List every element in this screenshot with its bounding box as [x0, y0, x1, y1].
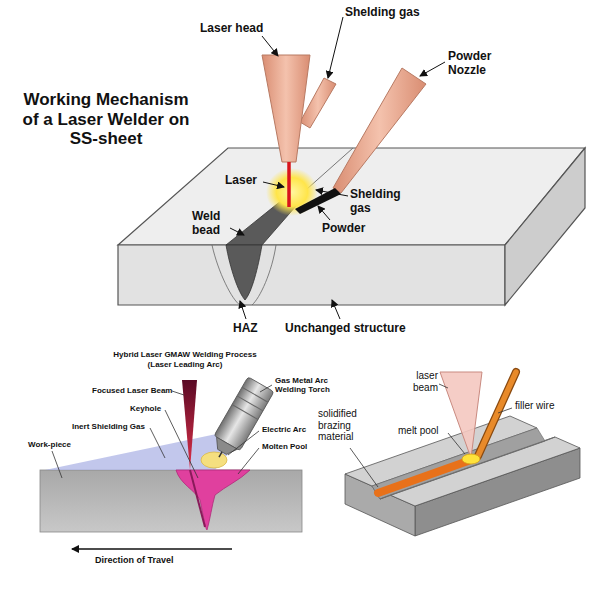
laser-head — [262, 55, 310, 162]
leader-line — [263, 182, 284, 187]
leader-lines — [52, 385, 272, 478]
keyhole — [190, 470, 205, 527]
direction-label: Direction of Travel — [95, 555, 174, 565]
part-label: Shelding gas — [345, 6, 420, 20]
molten-pool — [176, 470, 250, 530]
haz-boundary — [212, 245, 240, 305]
diagram-title: Working Mechanism of a Laser Welder on S… — [20, 90, 192, 149]
shielding-gas — [45, 432, 238, 470]
brazing-illustration — [345, 372, 580, 536]
figure-title: Hybrid Laser GMAW Welding Process — [95, 350, 275, 359]
leader-line — [448, 433, 465, 454]
leader-line — [262, 36, 278, 56]
laser-cone — [440, 372, 482, 458]
part-label: Shelding gas — [350, 188, 412, 216]
leader-line — [260, 385, 272, 392]
leader-line — [498, 408, 512, 413]
torch-rib — [232, 405, 258, 420]
leader-line — [420, 62, 445, 76]
leader-line — [328, 17, 343, 78]
part-label: solidified brazing material — [318, 408, 380, 443]
melt-pool — [462, 454, 480, 464]
fusion-zone — [226, 245, 262, 300]
filler-wire — [478, 372, 516, 456]
leader-line — [165, 410, 198, 478]
torch-tip — [212, 437, 238, 458]
part-label: Inert Shielding Gas — [72, 422, 145, 431]
travel-arrow — [72, 548, 232, 550]
leader-line — [228, 431, 259, 455]
focused-laser-beam — [182, 380, 197, 470]
work-piece — [40, 470, 302, 532]
part-label: Gas Metal Arc Welding Torch — [275, 376, 339, 394]
part-label: Laser — [225, 174, 257, 188]
part-label: Work-piece — [28, 440, 71, 449]
powder-nozzle — [333, 68, 426, 193]
leader-line — [240, 301, 246, 319]
sheet-side — [505, 148, 585, 305]
zone-label: Unchanged structure — [285, 322, 406, 336]
part-label: Weld bead — [192, 210, 230, 238]
hybrid-welding-illustration — [40, 377, 302, 532]
leader-line — [150, 428, 165, 458]
part-label: melt pool — [398, 425, 439, 437]
leader-line — [230, 228, 244, 235]
part-label: filler wire — [515, 400, 554, 412]
part-label: laser beam — [396, 370, 438, 393]
part-label: Focused Laser Beam — [92, 386, 172, 395]
leader-line — [238, 448, 259, 474]
powder-stream — [295, 188, 341, 214]
haz-boundary — [252, 245, 276, 305]
laser-head-assembly — [262, 55, 426, 216]
electric-arc — [201, 452, 227, 468]
leader-line — [332, 300, 340, 319]
part-label: Laser head — [200, 22, 263, 36]
leader-line — [350, 448, 378, 487]
leader-line — [439, 384, 448, 388]
leader-lines — [230, 17, 445, 319]
torch-body — [214, 377, 274, 451]
part-label: Powder Nozzle — [448, 50, 502, 78]
laser-beam — [287, 162, 291, 207]
gmaw-torch — [206, 377, 274, 465]
groove-wall — [372, 428, 545, 499]
part-label: Powder — [322, 222, 365, 236]
torch-rib — [237, 396, 263, 411]
part-label: Keyhole — [130, 404, 161, 413]
leader-line — [52, 451, 62, 478]
filler-electrode — [219, 452, 222, 457]
filler-wire-outline — [478, 372, 516, 456]
leader-lines — [350, 384, 512, 487]
part-label: Electric Arc — [262, 425, 306, 434]
sheet-front — [118, 245, 505, 305]
figure-subtitle: (Laser Leading Arc) — [95, 360, 275, 369]
part-label: Molten Pool — [262, 442, 307, 451]
leader-line — [172, 391, 184, 395]
leader-line — [316, 190, 348, 196]
leader-line — [318, 206, 330, 220]
brazing-bead — [378, 461, 468, 493]
zone-label: HAZ — [233, 322, 258, 336]
